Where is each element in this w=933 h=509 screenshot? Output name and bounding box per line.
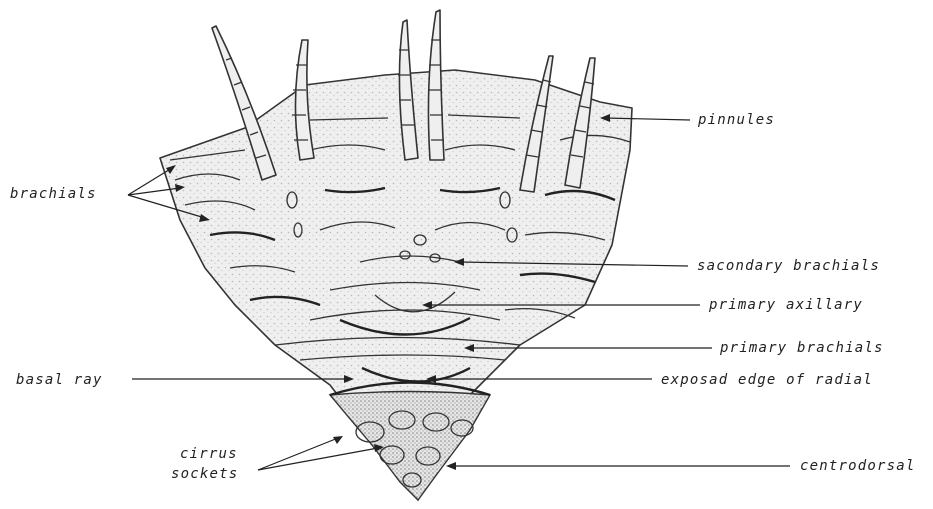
- label-primary-axillary: primary axillary: [708, 297, 863, 313]
- pinnule-center-2: [428, 10, 444, 160]
- label-brachials: brachials: [10, 186, 97, 202]
- label-sockets: sockets: [171, 466, 238, 482]
- label-centrodorsal: centrodorsal: [800, 458, 916, 474]
- label-primary-brachials: primary brachials: [719, 340, 884, 356]
- label-pinnules: pinnules: [697, 112, 775, 128]
- label-exposed-edge-of-radial: exposad edge of radial: [661, 372, 873, 388]
- label-basal-ray: basal ray: [16, 372, 103, 388]
- label-secondary-brachials: sacondary brachials: [697, 258, 880, 274]
- centrodorsal-pointer: [446, 462, 790, 470]
- centrodorsal-cup: [330, 392, 490, 501]
- label-cirrus: cirrus: [180, 446, 238, 462]
